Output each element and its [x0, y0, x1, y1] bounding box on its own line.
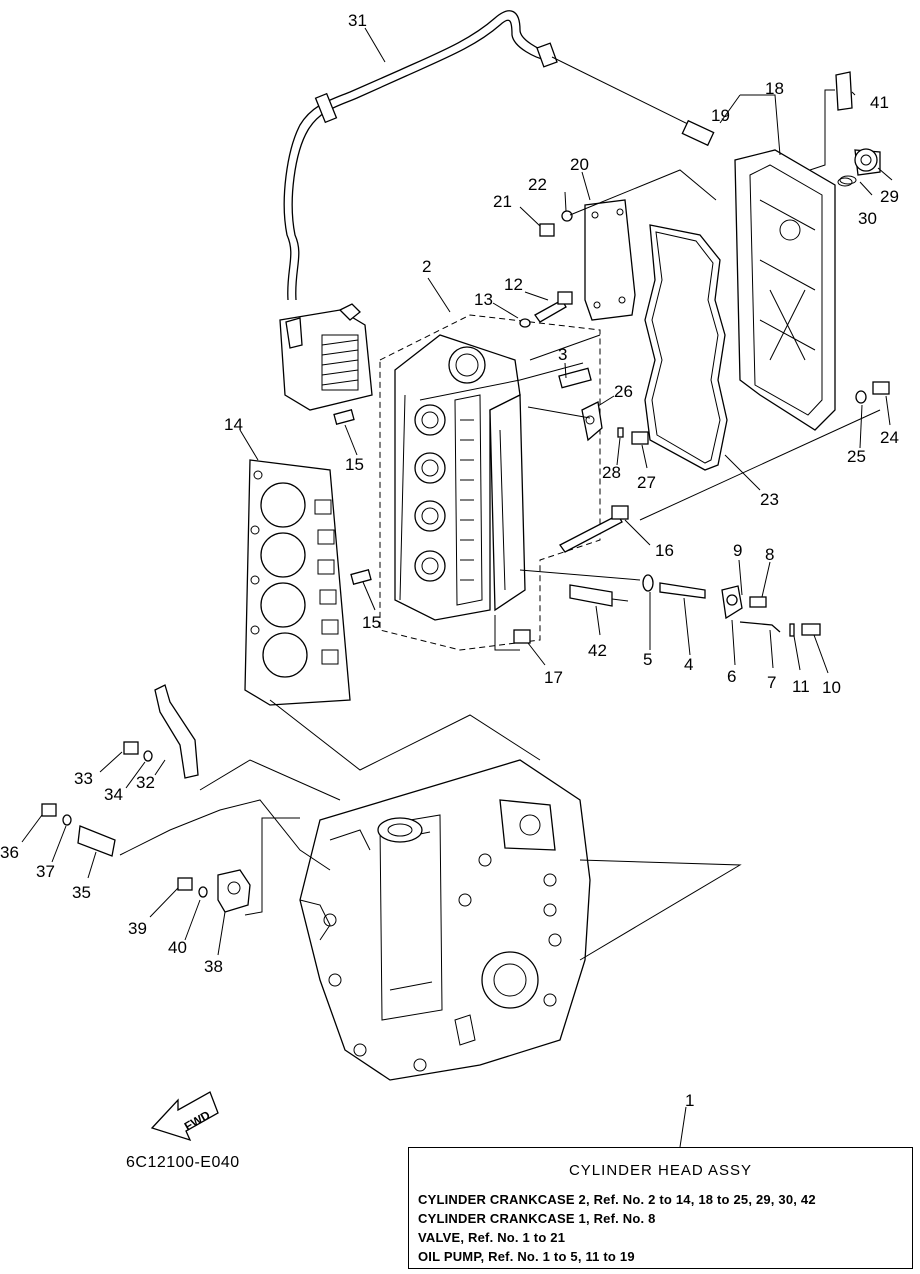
callout-31: 31 [348, 11, 367, 30]
assembly-legend-box: CYLINDER HEAD ASSY CYLINDER CRANKCASE 2,… [408, 1147, 913, 1269]
diagram-code: 6C12100-E040 [126, 1154, 240, 1171]
callout-12: 12 [504, 275, 523, 294]
plate-part-20 [584, 199, 636, 321]
callout-6: 6 [727, 667, 736, 686]
callout-42: 42 [588, 641, 607, 660]
callout-33: 33 [74, 769, 93, 788]
legend-line: VALVE, Ref. No. 1 to 21 [418, 1230, 566, 1245]
callout-22: 22 [528, 175, 547, 194]
leader-lines [21, 27, 893, 1148]
fwd-arrow-icon: FWD [150, 1091, 219, 1142]
callout-34: 34 [104, 785, 123, 804]
dowel-pins-part-15 [333, 409, 372, 585]
crankcase-block [299, 759, 591, 1081]
callout-11: 11 [792, 677, 810, 696]
callout-28: 28 [602, 463, 621, 482]
callout-38: 38 [204, 957, 223, 976]
legend-lines: CYLINDER CRANKCASE 2, Ref. No. 2 to 14, … [418, 1190, 816, 1266]
callout-23: 23 [760, 490, 779, 509]
callout-29: 29 [880, 187, 899, 206]
callout-15-upper: 15 [345, 455, 364, 474]
callout-36: 36 [0, 843, 19, 862]
callout-7: 7 [767, 673, 776, 692]
lower-left-parts [41, 684, 251, 913]
cylinder-head-part-2 [379, 314, 601, 651]
head-cover-part-18 [681, 71, 881, 431]
small-parts [513, 148, 890, 644]
callout-25: 25 [847, 447, 866, 466]
strainer-part [279, 303, 373, 411]
callout-19: 19 [711, 106, 730, 125]
callout-21: 21 [493, 192, 512, 211]
callout-2: 2 [422, 257, 431, 276]
legend-line: CYLINDER CRANKCASE 1, Ref. No. 8 [418, 1211, 656, 1226]
gasket-part-14 [244, 459, 351, 706]
callout-13: 13 [474, 290, 493, 309]
callout-17: 17 [544, 668, 563, 687]
callout-8: 8 [765, 545, 774, 564]
hose-part-31 [283, 10, 701, 301]
callout-14: 14 [224, 415, 243, 434]
callout-3: 3 [558, 345, 567, 364]
callout-18: 18 [765, 79, 784, 98]
callout-20: 20 [570, 155, 589, 174]
legend-title: CYLINDER HEAD ASSY [568, 1162, 753, 1179]
callout-1: 1 [685, 1091, 694, 1110]
callout-26: 26 [614, 382, 633, 401]
callout-9: 9 [733, 541, 742, 560]
callout-16: 16 [655, 541, 674, 560]
callout-10: 10 [822, 678, 841, 697]
callout-30: 30 [858, 209, 877, 228]
legend-line: CYLINDER CRANKCASE 2, Ref. No. 2 to 14, … [418, 1192, 816, 1207]
callout-35: 35 [72, 883, 91, 902]
callout-numbers: 1 2 3 4 5 6 7 8 9 10 11 12 13 14 15 15 1… [0, 11, 899, 1110]
callout-39: 39 [128, 919, 147, 938]
callout-41: 41 [870, 93, 889, 112]
callout-5: 5 [643, 650, 652, 669]
callout-24: 24 [880, 428, 899, 447]
callout-4: 4 [684, 655, 693, 674]
callout-15-lower: 15 [362, 613, 381, 632]
legend-line: OIL PUMP, Ref. No. 1 to 5, 11 to 19 [418, 1249, 635, 1264]
callout-37: 37 [36, 862, 55, 881]
callout-32: 32 [136, 773, 155, 792]
callout-40: 40 [168, 938, 187, 957]
callout-27: 27 [637, 473, 656, 492]
cover-gasket-part-23 [644, 224, 728, 471]
